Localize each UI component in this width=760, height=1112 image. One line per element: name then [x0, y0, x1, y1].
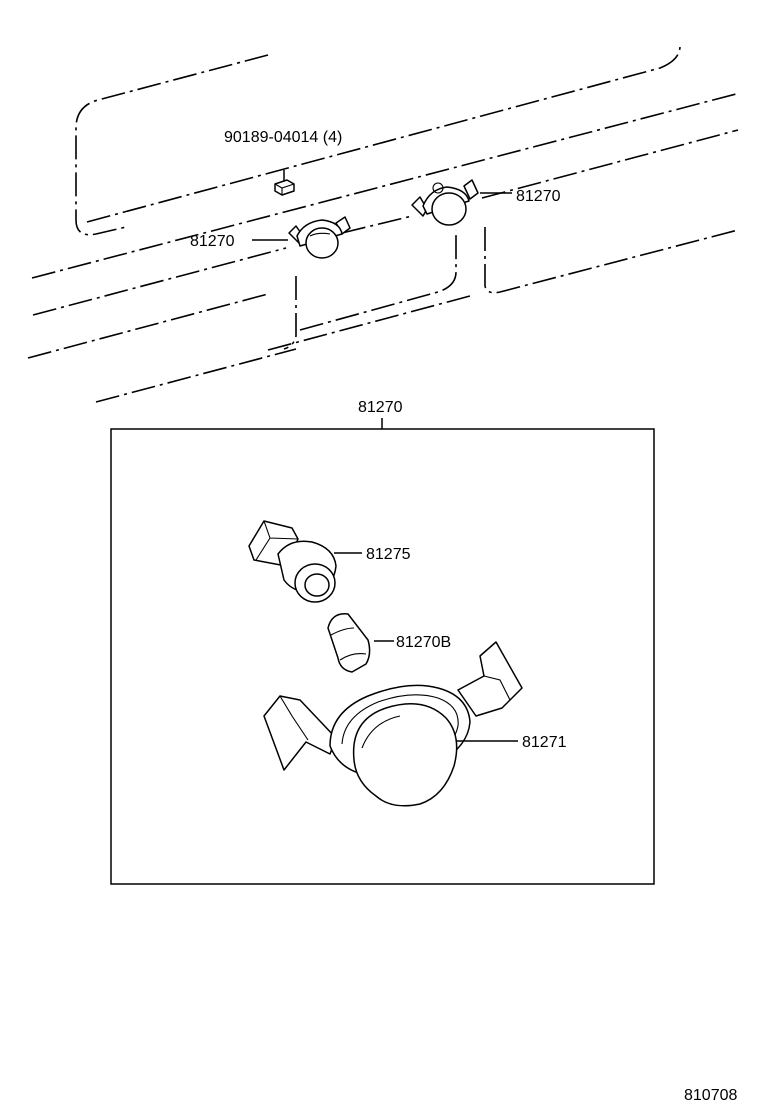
label-lamp-right: 81270	[516, 188, 561, 205]
label-lamp-left: 81270	[190, 233, 235, 250]
exploded-view-frame	[110, 428, 655, 885]
label-assembly: 81270	[358, 399, 403, 416]
socket-81275	[248, 520, 362, 603]
label-lens: 81271	[522, 734, 567, 751]
screw-90189-04014	[274, 170, 295, 196]
label-screw: 90189-04014 (4)	[224, 129, 342, 146]
label-socket: 81275	[366, 546, 411, 563]
label-bulb: 81270B	[396, 634, 451, 651]
license-lamp-left	[288, 216, 351, 259]
drawing-number: 810708	[684, 1087, 737, 1104]
body-panel-outline	[27, 45, 739, 403]
license-lamp-right	[411, 179, 479, 226]
bulb-81270b	[327, 613, 394, 673]
upper-leader-lines	[252, 192, 512, 241]
lens-81271	[263, 641, 523, 807]
